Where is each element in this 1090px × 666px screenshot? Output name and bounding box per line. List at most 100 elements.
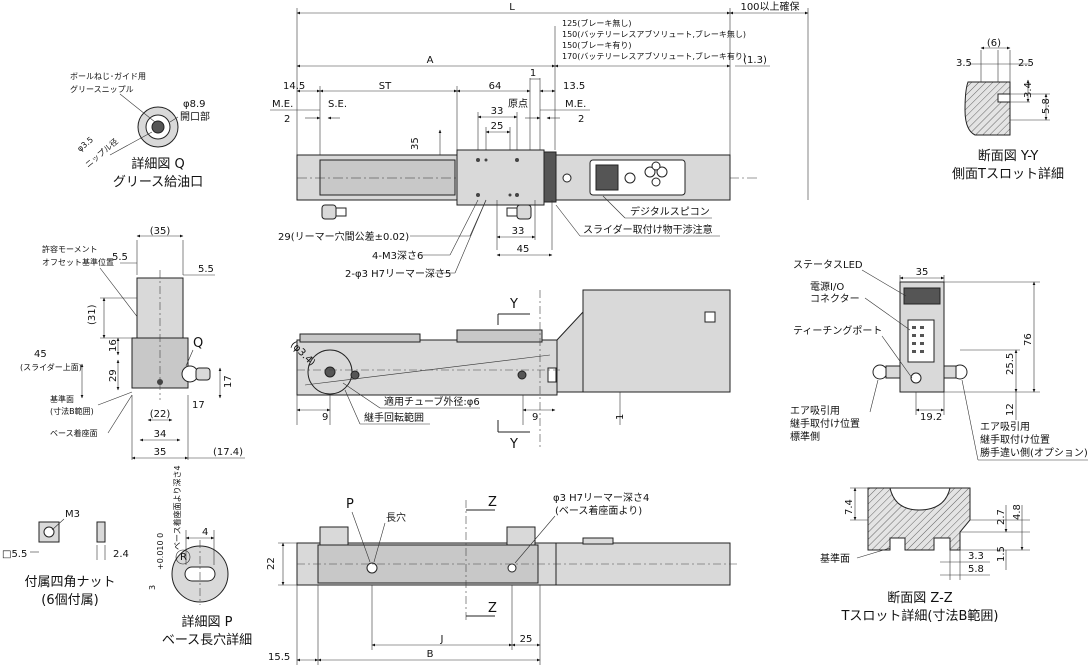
p-dim-tol: +0.010 0 [156, 533, 165, 570]
q-title: 詳細図 Q [131, 156, 184, 172]
dim-33-top: 33 [491, 106, 504, 117]
el-dim-45: 45 [34, 349, 47, 360]
q-label-nipple2: グリースニップル [70, 84, 134, 94]
q-dim-phi89: φ8.9 [183, 99, 206, 110]
dim-1: 1 [530, 68, 536, 79]
er-dim-76: 76 [1023, 333, 1034, 346]
dim-2-left: 2 [284, 114, 290, 125]
zz-dim-48: 4.8 [1012, 504, 1023, 520]
bv-dim-22: 22 [266, 557, 277, 570]
p-dim-4: 4 [202, 527, 208, 538]
bv-dim-B: B [427, 649, 434, 660]
el-dim-31: (31) [87, 304, 98, 325]
bv-label-z-top: Z [488, 495, 497, 510]
er-label-teach: ティーチングポート [793, 324, 882, 337]
sv-dim-9b: 9 [532, 412, 538, 423]
bv-dim-J: J [440, 634, 444, 645]
note-m3: 4-M3深さ6 [372, 250, 423, 262]
dim-64: 64 [489, 81, 502, 92]
end-view-right: 35 ステータスLED 電源I/O コネクター ティーチングポート 76 25.… [790, 259, 1088, 461]
el-label-slider-top: (スライダー上面) [20, 362, 82, 372]
el-dim-35-bottom: 35 [154, 447, 167, 458]
sv-dim-1: 1 [615, 414, 626, 420]
dim-A: A [427, 55, 434, 66]
bv-dim-25: 25 [520, 634, 533, 645]
er-label-air1: エア吸引用 [790, 405, 840, 417]
yy-dim-34: 3.4 [1023, 82, 1034, 98]
dim-14-5: 14.5 [283, 81, 305, 92]
q-label-open: 開口部 [180, 110, 210, 123]
detail-q: ボールねじ･ガイド用 グリースニップル φ8.9 開口部 φ3.5 ニップル径 … [70, 71, 210, 190]
el-label-ref2: (寸法B範囲) [50, 406, 94, 416]
el-label-offset: オフセット基準位置 [42, 257, 114, 267]
zz-title: 断面図 Z-Z [887, 591, 953, 606]
dim-45: 45 [517, 244, 530, 255]
label-me-left: M.E. [272, 99, 293, 110]
bv-label-slot: 長穴 [386, 511, 406, 524]
dim-100: 100以上確保 [740, 0, 799, 13]
el-dim-17a: 17 [223, 375, 234, 388]
el-dim-29: 29 [108, 369, 119, 382]
zz-dim-58: 5.8 [968, 564, 984, 575]
bottom-view: P 長穴 Z Z φ3 H7リーマー深さ4 (ベース着座面より) 22 J 25… [266, 492, 740, 665]
detail-p: 3 +0.010 0 ベース着座面より深さ4 4 R 詳細図 P ベース長穴詳細 [148, 465, 252, 648]
p-note-depth: ベース着座面より深さ4 [172, 465, 182, 550]
er-label-air1b: 継手取付け位置 [790, 417, 860, 430]
p-subtitle: ベース長穴詳細 [162, 632, 252, 648]
zz-dim-74: 7.4 [844, 499, 855, 515]
el-label-ref: 基準面 [50, 394, 74, 404]
el-dim-55b: 5.5 [198, 264, 214, 275]
el-label-base: ベース着座面 [50, 428, 98, 438]
zz-dim-15: 1.5 [996, 546, 1007, 562]
dim-13-5: 13.5 [563, 81, 585, 92]
nut-label-m3: M3 [65, 509, 80, 520]
bv-label-p: P [346, 497, 354, 512]
label-origin: 原点 [508, 98, 528, 110]
nut-detail: M3 □5.5 2.4 付属四角ナット (6個付属) [2, 509, 129, 608]
bv-label-z-bottom: Z [488, 601, 497, 616]
bv-dim-15-5: 15.5 [268, 652, 290, 663]
er-label-power2: コネクター [810, 293, 860, 305]
nut-dim-2-4: 2.4 [113, 549, 129, 560]
dim-33-bottom: 33 [512, 226, 525, 237]
dim-L: L [509, 2, 515, 13]
er-label-status: ステータスLED [793, 259, 863, 271]
yy-dim-6: (6) [987, 38, 1001, 49]
p-dim-3: 3 [148, 585, 157, 590]
dim-35: 35 [410, 137, 421, 150]
zz-label-ref: 基準面 [820, 552, 850, 565]
yy-subtitle: 側面Tスロット詳細 [952, 166, 1064, 182]
note-125: 125(ブレーキ無し) [562, 18, 632, 28]
er-dim-35: 35 [916, 267, 929, 278]
sv-label-y-bottom: Y [509, 437, 518, 452]
p-dim-R: R [180, 552, 187, 563]
note-digital: デジタルスピコン [630, 205, 710, 218]
sv-note-tube: 適用チューブ外径:φ6 [384, 395, 480, 408]
sv-dim-9a: 9 [322, 412, 328, 423]
er-label-power: 電源I/O [810, 280, 844, 293]
dim-25-top: 25 [491, 121, 504, 132]
q-dim-phi35: φ3.5 [76, 135, 96, 153]
er-label-air1c: 標準側 [790, 430, 820, 443]
end-view-left: (35) 5.5 5.5 許容モーメント オフセット基準位置 (31) 16 2… [20, 226, 245, 460]
nut-title: 付属四角ナット [24, 575, 115, 590]
el-dim-17-4: (17.4) [213, 447, 243, 458]
yy-dim-58: 5.8 [1041, 98, 1052, 114]
nut-subtitle: (6個付属) [41, 593, 98, 608]
note-phi3: 2-φ3 H7リーマー深さ5 [345, 268, 451, 280]
note-150a: 150(バッテリーレスアブソリュート,ブレーキ無し) [562, 29, 746, 39]
p-title: 詳細図 P [182, 614, 233, 630]
label-me-right: M.E. [565, 99, 586, 110]
sv-note-joint: 継手回転範囲 [364, 411, 424, 424]
side-view: (φ3.4) Y Y 9 9 1 適用チューブ外径:φ6 継手回転範囲 [288, 289, 731, 452]
dim-2-right: 2 [578, 114, 584, 125]
note-slider: スライダー取付け物干渉注意 [583, 223, 713, 236]
el-dim-22: (22) [150, 409, 171, 420]
sv-label-y-top: Y [509, 297, 518, 312]
yy-dim-25: 2.5 [1018, 58, 1034, 69]
dim-1-3: (1.3) [743, 55, 767, 66]
top-view: L 100以上確保 125(ブレーキ無し) 150(バッテリーレスアブソリュート… [270, 0, 809, 280]
er-dim-19-2: 19.2 [920, 412, 942, 423]
el-dim-34: 34 [154, 429, 167, 440]
